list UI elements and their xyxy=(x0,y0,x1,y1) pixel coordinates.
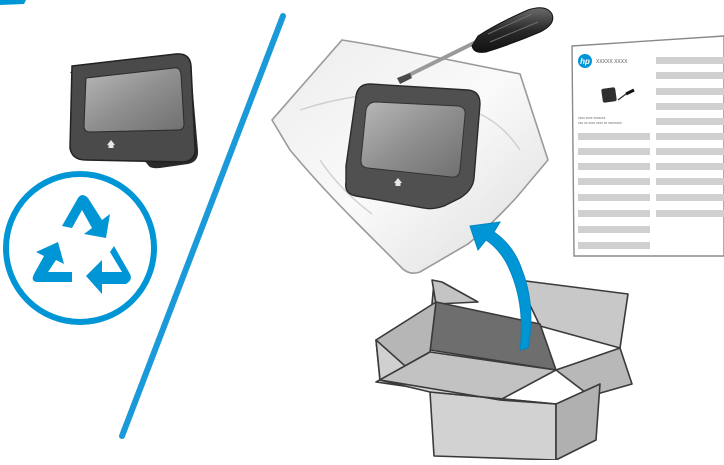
caption-line-2: xxx xx xxxx xxxx xx xxxxxxxx xyxy=(578,121,622,125)
caption-line-1: xxxx xxxx xxxxxxx xyxy=(578,116,606,120)
hp-logo-text: hp xyxy=(580,57,590,66)
open-box xyxy=(376,280,632,460)
model-text: XXXXX XXXX xyxy=(596,59,628,65)
corner-fragment xyxy=(0,0,26,5)
old-control-panel xyxy=(70,54,198,168)
hp-logo: hp xyxy=(578,54,592,68)
recycle-icon xyxy=(6,174,154,322)
instruction-document: hp XXXXX XXXX xxxx xxxx xxxxxxx xxx xx x… xyxy=(572,36,724,256)
new-control-panel xyxy=(346,84,480,209)
